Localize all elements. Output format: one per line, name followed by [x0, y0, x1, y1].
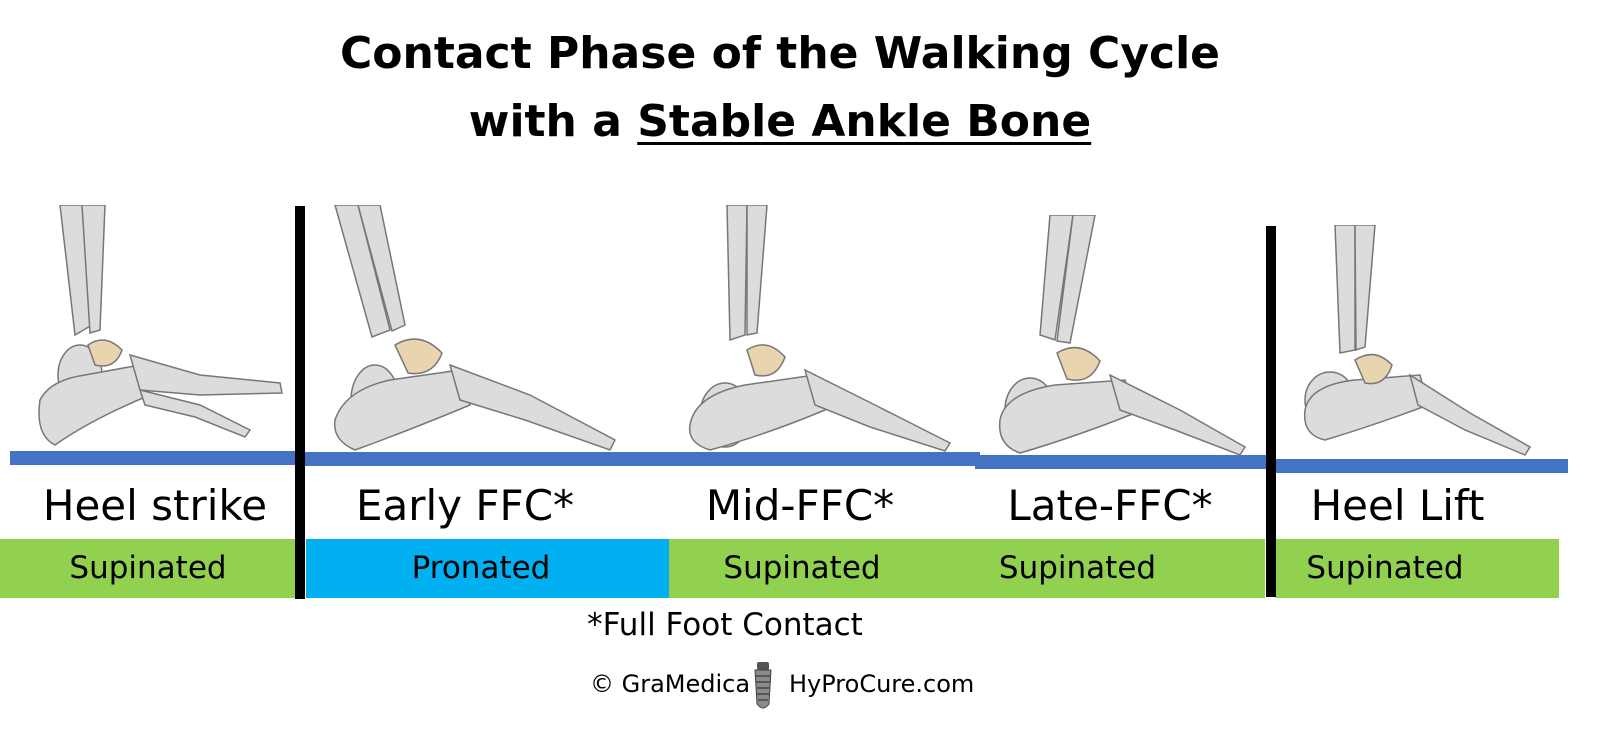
ground-line-4 [1270, 459, 1568, 473]
title-prefix: with a [468, 96, 638, 147]
state-bar-supinated-3 [1275, 539, 1559, 598]
divider-contact-start [295, 206, 305, 599]
ground-line-2 [300, 452, 980, 466]
divider-contact-end [1266, 226, 1276, 597]
phase-label-heel-strike: Heel strike [42, 481, 268, 530]
phase-label-early-ffc: Early FFC* [355, 481, 575, 530]
state-label-heel-strike: Supinated [69, 550, 227, 586]
state-bar-supinated-2 [669, 539, 1265, 598]
state-label-late-ffc: Supinated [998, 550, 1157, 586]
ground-line-1 [10, 451, 300, 465]
state-bar-pronated [306, 539, 669, 598]
foot-skeleton-late-ffc [998, 215, 1247, 456]
state-label-early-ffc: Pronated [411, 550, 551, 586]
state-label-mid-ffc: Supinated [723, 550, 881, 586]
title-emphasis: Stable Ankle Bone [637, 96, 1092, 147]
credit-gramedica: © GraMedica [590, 670, 751, 698]
phase-label-heel-lift: Heel Lift [1310, 481, 1485, 530]
phase-label-mid-ffc: Mid-FFC* [705, 481, 895, 530]
foot-skeleton-heel-strike [38, 205, 283, 446]
talus-bone [87, 339, 123, 367]
state-bar-supinated-1 [0, 539, 296, 598]
credit-hyprocure: HyProCure.com [789, 670, 975, 698]
ground-line-3 [975, 455, 1275, 469]
footnote: *Full Foot Contact [587, 607, 863, 643]
foot-skeleton-early-ffc [333, 205, 616, 451]
diagram-title-line1: Contact Phase of the Walking Cycle [339, 28, 1221, 79]
foot-skeleton-heel-lift [1303, 225, 1532, 456]
talus-bone [1354, 353, 1393, 385]
diagram-title-line2: with a Stable Ankle Bone [0, 96, 1560, 148]
talus-bone [1056, 346, 1101, 381]
state-label-heel-lift: Supinated [1306, 550, 1464, 586]
talus-bone [746, 344, 786, 377]
implant-icon [754, 662, 772, 709]
talus-bone [394, 338, 443, 375]
phase-label-late-ffc: Late-FFC* [1007, 481, 1213, 530]
foot-skeleton-mid-ffc [688, 205, 952, 452]
